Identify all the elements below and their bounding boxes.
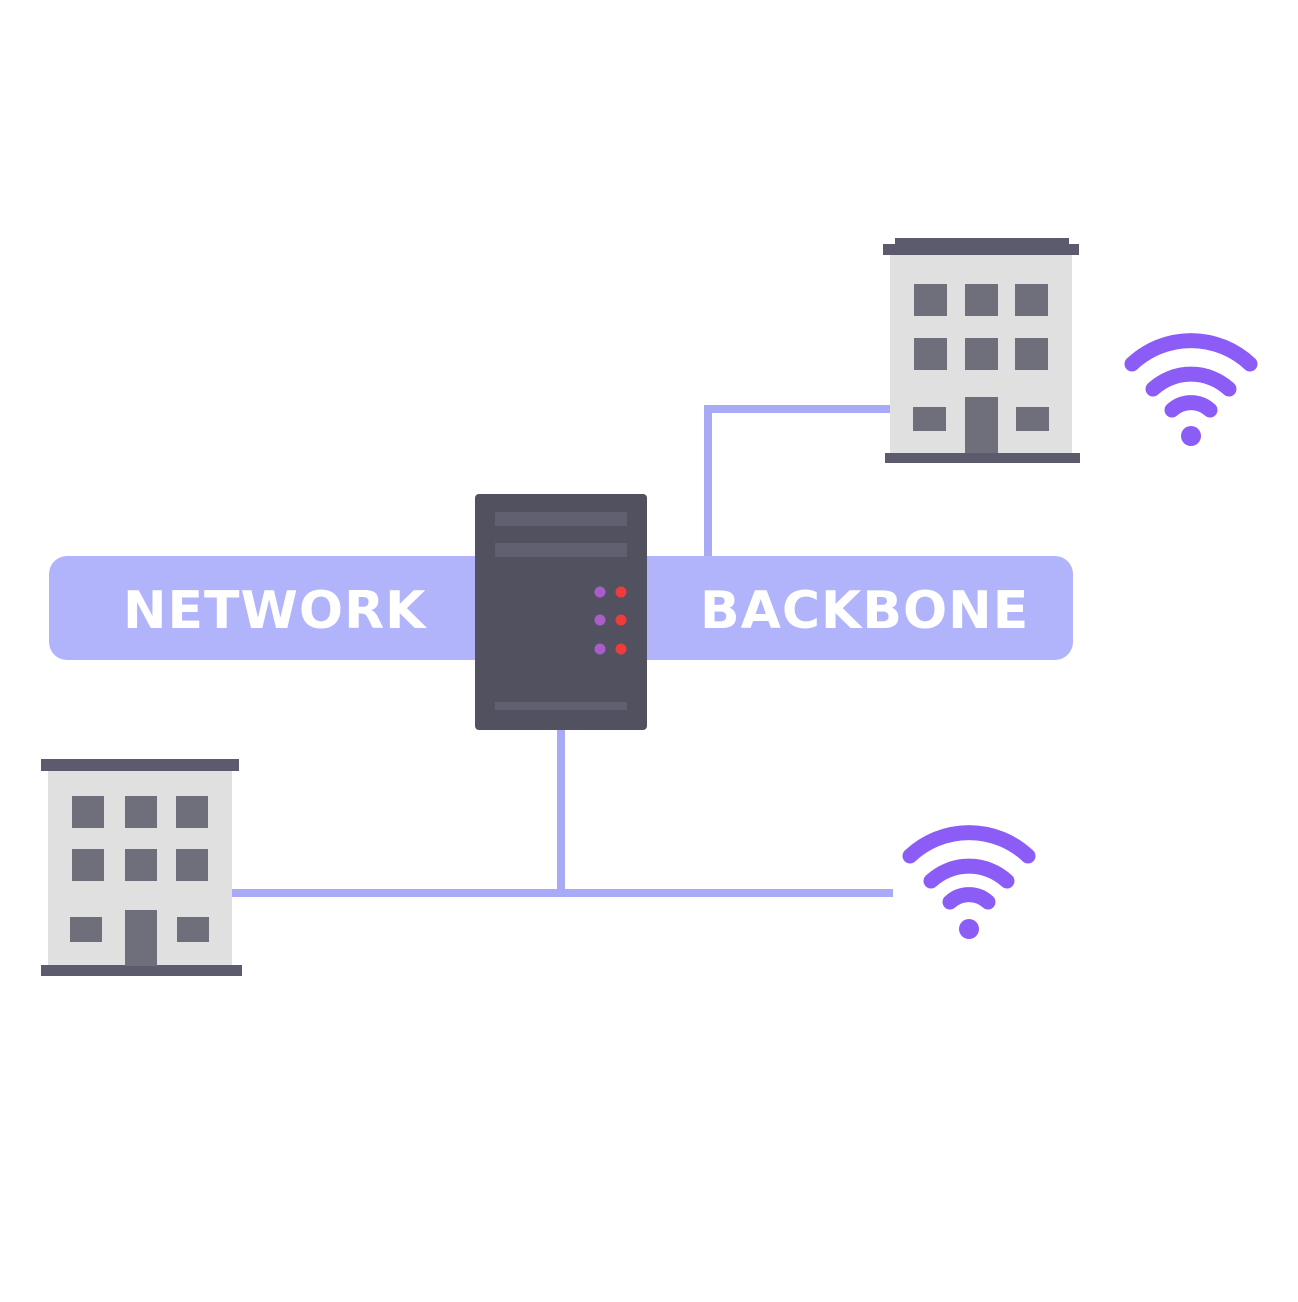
building-door [965, 397, 998, 453]
building-base [41, 965, 242, 976]
building-door [125, 910, 157, 966]
server-drive-bay-2 [495, 543, 627, 557]
backbone-label-right: BACKBONE [700, 581, 1030, 641]
building-roof [883, 244, 1079, 255]
wifi-icon [1124, 333, 1258, 446]
server-base-slot [495, 702, 627, 710]
office-building-icon [41, 759, 242, 976]
link-server-to-top-building [704, 405, 890, 556]
server-status-leds [594, 586, 627, 655]
server-icon [475, 494, 647, 730]
backbone-label-left: NETWORK [123, 581, 427, 641]
building-windows [913, 284, 1049, 431]
wifi-icon [902, 825, 1036, 939]
office-building-icon [883, 238, 1080, 463]
building-windows [70, 796, 209, 942]
building-roof [41, 759, 239, 771]
server-drive-bay-1 [495, 512, 627, 526]
building-base [885, 453, 1080, 463]
connector-lines [232, 405, 893, 897]
